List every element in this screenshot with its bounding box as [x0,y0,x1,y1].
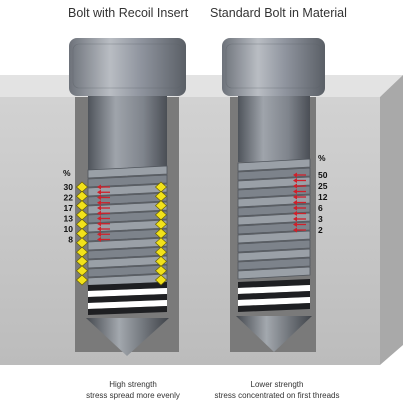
right-bolt-threads [237,158,311,280]
right-caption-line2: stress concentrated on first threads [214,391,340,400]
stress-arrow-head [97,210,101,216]
material-block-side [380,75,403,365]
left-caption: High strength stress spread more evenly [58,379,208,401]
percent-value: 2 [318,225,323,235]
stress-arrow-head [293,222,297,227]
percent-value: 13 [64,214,74,224]
right-title: Standard Bolt in Material [210,6,347,20]
right-thread [237,212,311,226]
left-thread [87,237,168,251]
left-thread [87,165,168,179]
stress-arrow-head [97,221,101,227]
left-bolt-head-knurl [72,43,183,89]
recoil-insert-diamonds [75,181,168,286]
stress-arrow-head [293,183,297,189]
right-caption: Lower strength stress concentrated on fi… [202,379,352,401]
material-block-front [0,97,380,365]
percent-value: 10 [64,224,74,234]
left-bolt-bottom-threads [88,282,167,315]
left-thread [87,228,168,242]
left-thread [87,174,168,188]
percent-value: 22 [64,193,74,203]
right-caption-line1: Lower strength [250,380,304,389]
right-bolt-head-knurl [225,43,322,89]
stress-arrow-head [293,194,297,200]
right-bolt-tip [236,316,312,352]
right-stress-arrows [293,172,306,233]
left-bolt [69,38,186,356]
right-bolt-shank [238,90,310,162]
left-caption-line1: High strength [109,380,157,389]
left-stress-arrows [97,184,110,242]
right-thread [237,239,311,253]
stress-arrow-head [97,226,101,232]
percent-value: 3 [318,214,323,224]
stress-arrow-head [97,205,101,211]
stress-arrow-head [293,211,297,216]
left-thread [87,201,168,215]
stress-arrow-head [97,216,101,221]
right-thread [237,221,311,235]
stress-arrow-head [97,237,101,242]
percent-value: 6 [318,203,323,213]
percent-value: 17 [64,203,74,213]
left-bolt-shank [88,90,167,170]
stress-arrow-head [293,227,297,233]
right-thread [237,194,311,208]
percent-value: 50 [318,170,328,180]
left-thread [87,192,168,206]
right-thread [237,203,311,217]
percent-value: 12 [318,192,328,202]
left-bolt-tip [86,318,169,356]
bottom-thread [88,306,167,315]
right-thread [237,176,311,190]
stress-arrow-head [293,172,297,178]
insert-coil-diamond [75,274,89,286]
right-thread [237,185,311,199]
stress-arrow-head [97,189,101,195]
stress-arrow-head [293,205,297,211]
right-bolt [222,38,325,352]
percent-value: 25 [318,181,328,191]
left-thread [87,210,168,224]
left-bolt-head [69,38,186,96]
right-thread [237,248,311,262]
right-thread [237,167,311,181]
insert-coil-diamond [154,274,168,286]
percent-value: 30 [64,182,74,192]
bottom-thread [238,303,310,312]
stress-arrow-head [97,200,101,206]
right-thread [237,266,311,280]
stress-arrow-head [293,178,297,183]
stress-arrow-head [97,184,101,190]
left-caption-line2: stress spread more evenly [86,391,180,400]
left-thread [87,264,168,278]
right-thread [237,230,311,244]
right-percent-header: % [318,153,326,163]
left-title: Bolt with Recoil Insert [68,6,189,20]
stress-arrow-head [293,200,297,205]
stress-arrow-head [97,231,101,237]
left-thread [87,246,168,260]
right-bolt-bottom-threads [238,279,310,312]
left-percent-header: % [63,168,71,178]
material-block-top [0,75,403,97]
stress-arrow-head [293,216,297,222]
stress-arrow-head [293,189,297,194]
left-thread [87,255,168,269]
percent-value: 8 [68,235,73,245]
left-bolt-threads [87,165,168,287]
stress-arrow-head [97,195,101,200]
right-thread [237,158,311,172]
right-thread [237,257,311,271]
right-bolt-head [222,38,325,96]
